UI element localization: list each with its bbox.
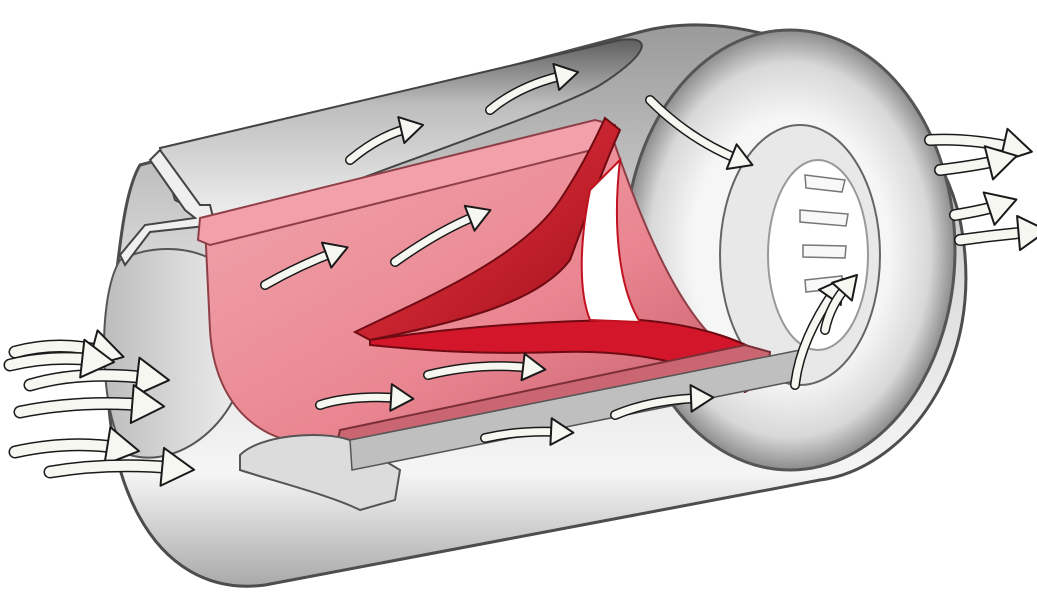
- inlet-flow-arrow-icon: [20, 385, 164, 423]
- outlet-flow-arrow-icon: [955, 192, 1016, 224]
